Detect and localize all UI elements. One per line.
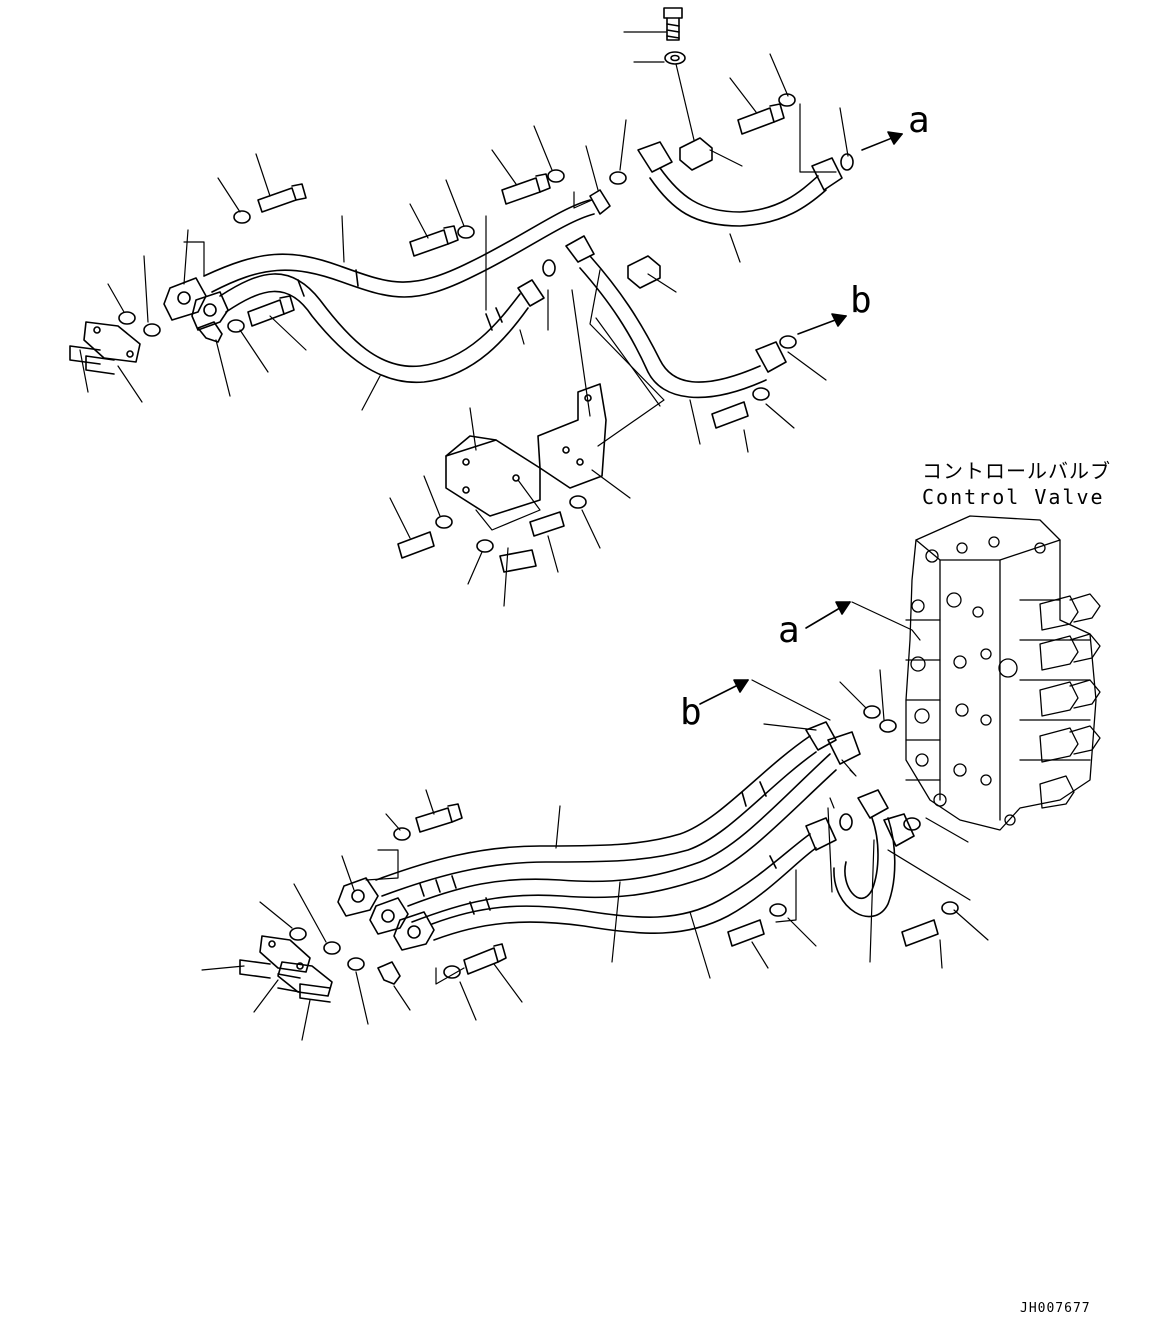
bracket-left bbox=[445, 435, 541, 517]
washer-4 bbox=[778, 93, 796, 107]
tube-to-a bbox=[637, 141, 843, 227]
bolt-7 bbox=[529, 511, 565, 537]
washer-9 bbox=[752, 387, 770, 401]
washer-top bbox=[664, 51, 686, 65]
oring-5 bbox=[840, 153, 854, 171]
washer-1 bbox=[233, 210, 251, 224]
flange-left-bottom bbox=[239, 935, 333, 1003]
bolt-1 bbox=[257, 183, 307, 213]
hose-fitting-2 bbox=[191, 291, 229, 331]
oring-b5 bbox=[289, 927, 307, 941]
hose-top-2 bbox=[219, 273, 545, 384]
oring-b7 bbox=[347, 957, 365, 971]
oring-2 bbox=[143, 323, 161, 337]
hose-fitting-1 bbox=[163, 277, 207, 321]
hose-braid-marks-bottom bbox=[419, 781, 777, 915]
hose-braid-marks bbox=[297, 269, 503, 331]
leader-lines-bottom bbox=[201, 669, 989, 1041]
control-valve-label-jp: コントロールバルブ bbox=[922, 459, 1111, 483]
oring-b6 bbox=[323, 941, 341, 955]
oring-b2 bbox=[879, 719, 897, 733]
washer-b4 bbox=[941, 901, 959, 915]
oring-b3 bbox=[839, 813, 853, 831]
clamp-plate-2 bbox=[627, 255, 661, 289]
flange-left-top bbox=[69, 321, 141, 375]
drawing-number: JH007677 bbox=[1020, 1301, 1091, 1316]
washer-8 bbox=[476, 539, 494, 553]
hose-top-1 bbox=[203, 189, 611, 298]
bolt-5 bbox=[247, 295, 295, 327]
callout-b-top: b bbox=[850, 280, 872, 321]
hose-fitting-b1 bbox=[337, 877, 379, 917]
oring-1 bbox=[118, 311, 136, 325]
oring-6 bbox=[779, 335, 797, 349]
washer-5 bbox=[227, 319, 245, 333]
bolt-b3 bbox=[727, 919, 765, 947]
hose-bottom-2 bbox=[407, 731, 861, 923]
clip-left-top bbox=[197, 321, 223, 343]
bolt-3 bbox=[501, 173, 551, 205]
bolt-8 bbox=[499, 549, 537, 573]
washer-6 bbox=[435, 515, 453, 529]
callout-a-top: a bbox=[908, 100, 930, 141]
hose-fitting-b3 bbox=[393, 911, 435, 951]
hose-bottom-1 bbox=[375, 721, 837, 897]
oring-b1 bbox=[863, 705, 881, 719]
callout-b-bottom: b bbox=[680, 692, 702, 733]
washer-b2 bbox=[443, 965, 461, 979]
washer-7 bbox=[569, 495, 587, 509]
control-valve-body bbox=[905, 515, 1101, 831]
clamp-plate-1 bbox=[679, 137, 713, 171]
washer-b3 bbox=[769, 903, 787, 917]
washer-b1 bbox=[393, 827, 411, 841]
clip-left-bottom bbox=[377, 961, 401, 985]
bolt-b1 bbox=[415, 803, 463, 833]
oring-3 bbox=[609, 171, 627, 185]
bolt-2 bbox=[409, 225, 459, 257]
washer-2 bbox=[457, 225, 475, 239]
bolt-b4 bbox=[901, 919, 939, 947]
oring-4 bbox=[542, 259, 556, 277]
bolt-top bbox=[663, 7, 683, 41]
bolt-6 bbox=[397, 531, 435, 559]
hose-fitting-b2 bbox=[369, 897, 409, 935]
bolt-4 bbox=[737, 103, 785, 135]
callout-a-bottom: a bbox=[778, 610, 800, 651]
control-valve-label-en: Control Valve bbox=[922, 485, 1105, 509]
tube-to-b bbox=[565, 235, 787, 399]
leader-lines-top bbox=[79, 31, 849, 607]
washer-3 bbox=[547, 169, 565, 183]
bolt-b2 bbox=[463, 943, 507, 975]
hose-bottom-3 bbox=[431, 817, 837, 941]
bolt-9 bbox=[711, 401, 749, 429]
